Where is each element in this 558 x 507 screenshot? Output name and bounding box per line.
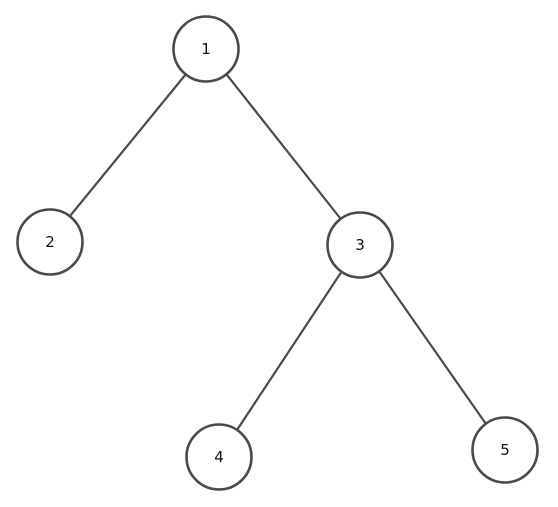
node-circle	[326, 211, 394, 279]
node-circle	[16, 208, 84, 276]
edge-3-5	[377, 269, 488, 426]
node-circle	[471, 416, 539, 484]
tree-node-1: 1	[172, 15, 240, 83]
edge-1-3	[225, 73, 342, 220]
tree-node-5: 5	[471, 416, 539, 484]
tree-nodes: 1 2 3 4 5	[16, 15, 539, 491]
node-label: 2	[45, 233, 55, 251]
node-label: 5	[500, 441, 510, 459]
tree-node-3: 3	[326, 211, 394, 279]
node-label: 1	[201, 40, 211, 58]
node-circle	[172, 15, 240, 83]
node-circle	[185, 423, 253, 491]
tree-node-4: 4	[185, 423, 253, 491]
node-label: 4	[214, 448, 224, 466]
edge-3-4	[235, 269, 344, 432]
node-label: 3	[355, 236, 365, 254]
edge-1-2	[68, 72, 188, 218]
tree-edges	[68, 72, 488, 432]
tree-node-2: 2	[16, 208, 84, 276]
